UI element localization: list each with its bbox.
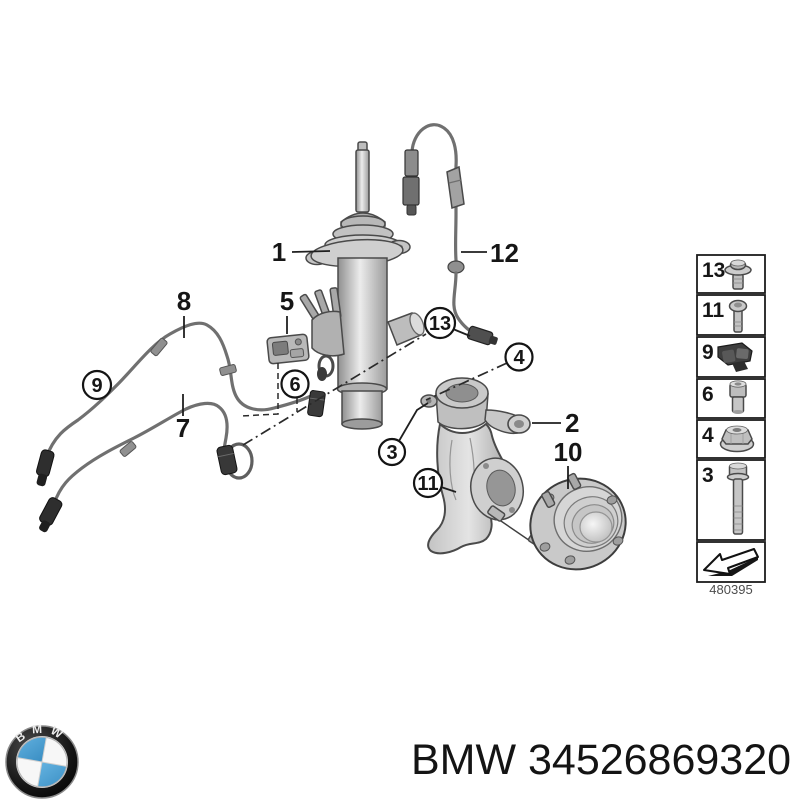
roundel-quadrants	[16, 736, 68, 788]
hex-flange-bolt-icon	[724, 259, 752, 290]
cable-connector-plug	[402, 149, 420, 216]
wheel-hub-bearing	[529, 472, 627, 571]
callout-circle-4: 4	[504, 342, 534, 372]
legend-label-13: 13	[702, 259, 725, 282]
callout-circle-13: 13	[423, 306, 457, 340]
piston-rod	[355, 149, 370, 213]
knuckle-hub-face	[470, 457, 524, 521]
bmw-roundel-logo: BMW	[5, 722, 79, 799]
hub-center-dome	[579, 511, 613, 543]
legend-code: 480395	[709, 582, 752, 597]
callout-1-label: 1	[272, 237, 286, 267]
brake-pad-sensor-cable-upper	[36, 321, 326, 487]
callout-circle-3: 3	[377, 437, 407, 467]
long-hex-bolt-icon	[726, 462, 750, 535]
callout-2-label: 2	[565, 408, 579, 438]
cable-end-connector	[36, 449, 55, 487]
svg-text:11: 11	[417, 473, 438, 495]
legend-label-9: 9	[702, 341, 714, 364]
direction-arrow-icon	[703, 548, 759, 576]
cable-end-connector	[39, 497, 63, 533]
callout-12-label: 12	[490, 238, 519, 268]
flange-nut-icon	[719, 425, 755, 453]
cable-holder-bracket	[266, 333, 310, 365]
callout-7-label: 7	[176, 413, 190, 443]
callout-circle-9: 9	[81, 369, 113, 401]
brake-pad-sensor-cable-lower	[39, 401, 254, 533]
wheel-stud	[541, 472, 582, 508]
callouts: 1 12 8 5 7 2 10 9 6 13 4 3 11	[81, 237, 583, 499]
strut-body-tube	[337, 257, 388, 390]
cable-ferrule	[119, 441, 137, 457]
svg-text:9: 9	[91, 375, 102, 397]
sensor-head	[216, 444, 238, 476]
legend-label-4: 4	[702, 424, 714, 447]
callout-8-label: 8	[177, 286, 191, 316]
callout-5-label: 5	[280, 286, 294, 316]
cable-clip-ring	[317, 354, 335, 381]
knuckle-body	[427, 422, 511, 555]
abs-sensor-cable	[402, 123, 498, 346]
cable-holder-clip-icon	[717, 342, 753, 372]
cable-ferrule	[150, 337, 168, 357]
socket-head-bolt-icon	[729, 380, 747, 414]
steering-knuckle	[420, 377, 531, 555]
callout-10-label: 10	[554, 437, 583, 467]
cable-ferrule	[219, 364, 237, 376]
svg-text:3: 3	[386, 442, 397, 464]
svg-text:4: 4	[513, 347, 525, 369]
legend-cell-11	[696, 294, 766, 336]
legend-label-6: 6	[702, 383, 714, 406]
leader-lines	[182, 250, 569, 493]
abs-sensor-head	[466, 325, 498, 346]
svg-text:6: 6	[289, 374, 300, 396]
legend-label-11: 11	[702, 299, 725, 322]
front-strut-assembly	[299, 141, 425, 430]
svg-text:13: 13	[429, 313, 451, 335]
part-number-text: BMW 34526869320	[411, 736, 791, 784]
round-head-screw-icon	[728, 299, 748, 333]
cable-sleeve	[446, 165, 465, 209]
knuckle-upper-arm	[484, 409, 531, 435]
callout-circle-6: 6	[280, 369, 310, 399]
strut-side-tube	[387, 312, 425, 346]
fastener-legend: 13 11 9 6 4 3	[696, 254, 766, 597]
strut-fork-bracket	[299, 287, 345, 357]
callout-circle-11: 11	[412, 467, 444, 499]
cable-grommet	[447, 260, 465, 274]
legend-label-3: 3	[702, 464, 714, 487]
